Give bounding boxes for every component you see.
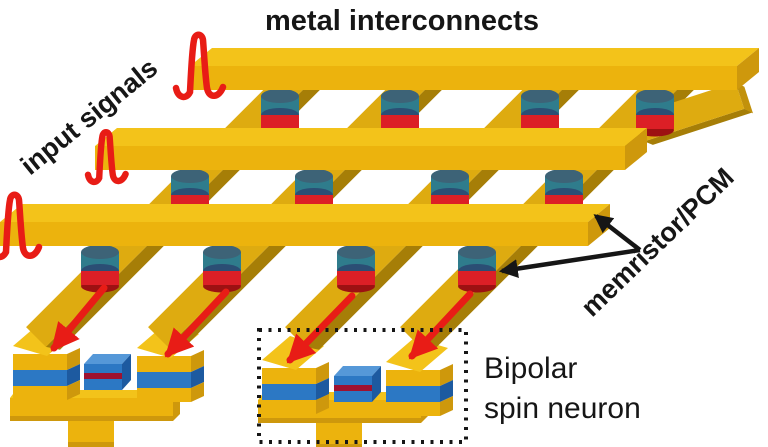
- output-arrow-1: [50, 284, 108, 352]
- memristor-pointer-arrow-2: [498, 247, 641, 278]
- output-arrow-3: [286, 292, 356, 364]
- free-layer-box-left: [84, 354, 131, 390]
- label-bipolar-line2: spin neuron: [484, 392, 641, 425]
- selection-dashed-box: [257, 328, 468, 444]
- memristor-cylinder: [458, 245, 496, 293]
- label-memristor-pcm: memristor/PCM: [575, 162, 739, 322]
- row-interconnect-bar-3: [0, 204, 610, 246]
- memristor-cylinder: [337, 245, 375, 293]
- row-interconnect-bar-2: [95, 128, 647, 170]
- memristor-pointer-arrow-1: [593, 214, 642, 252]
- row-interconnect-bar-1: [190, 48, 759, 90]
- output-arrow-2: [164, 288, 230, 358]
- memristor-cylinder: [81, 245, 119, 293]
- memristor-cylinder: [203, 245, 241, 293]
- free-layer-box-right: [334, 366, 381, 402]
- output-arrow-4: [408, 290, 474, 360]
- label-bipolar-line1: Bipolar: [484, 352, 577, 385]
- label-metal-interconnects: metal interconnects: [265, 5, 539, 37]
